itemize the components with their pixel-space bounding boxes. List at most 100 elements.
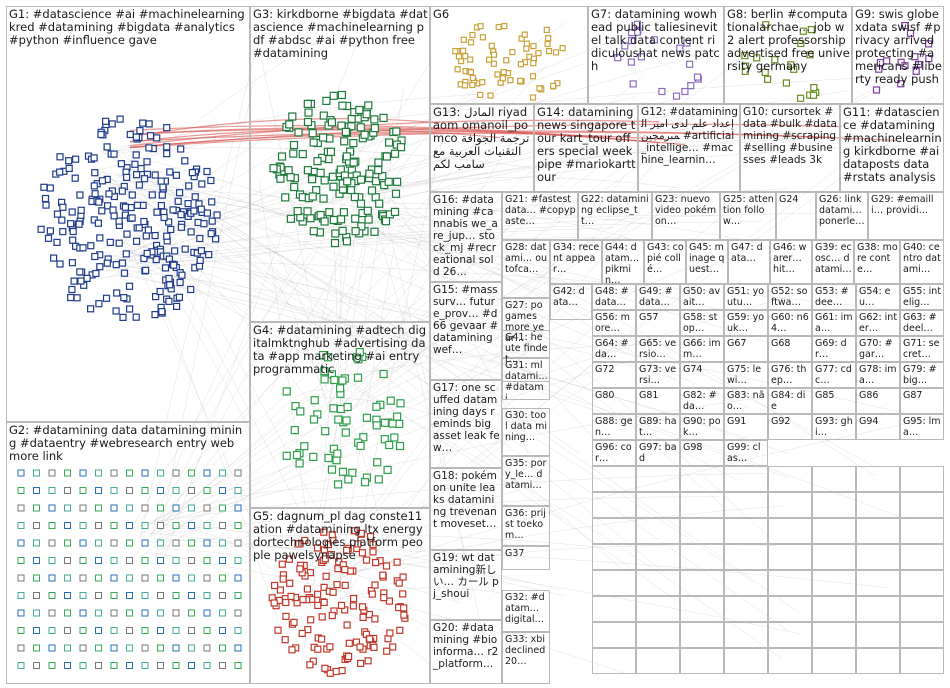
node-g8-17 [787,61,795,69]
group-t49-label: G97: bad [639,442,677,464]
node-g5-87 [400,604,408,612]
node-g7-12 [629,80,637,88]
node-g1-221 [96,234,104,242]
node-g2-2-8 [141,504,149,512]
node-g6-35 [543,26,550,33]
micro-group-box [724,596,768,622]
node-g5-37 [349,602,357,610]
node-g6-51 [477,23,484,30]
node-g2-0-0 [17,469,25,477]
micro-group-box [900,648,944,674]
node-g3-26 [320,176,329,185]
node-g1-131 [207,230,215,238]
node-g2-10-2 [48,644,56,652]
group-g41-box: G41: heute findet… [502,330,550,382]
node-g2-5-12 [203,557,211,564]
node-g4-25 [390,433,399,442]
node-g7-7 [676,44,684,52]
node-g1-241 [76,268,84,276]
node-g2-0-7 [126,469,133,477]
node-g1-250 [166,281,174,289]
node-g5-14 [343,546,351,555]
node-g2-7-5 [95,592,102,599]
micro-group-box [900,570,944,596]
node-g1-147 [118,187,126,195]
node-g1-115 [146,132,155,140]
node-g6-57 [559,44,566,52]
node-g5-116 [382,562,391,570]
group-g37-box: G37 [502,546,550,570]
node-g3-17 [374,158,383,167]
group-t43-label: G91 [727,416,747,427]
group-g8-label: G8: berlin #computationalarchae… job w2 … [727,7,850,73]
node-g1-141 [190,207,198,215]
node-g1-223 [95,198,103,206]
micro-group-box [636,466,680,492]
node-g1-76 [115,239,123,247]
node-g7-5 [658,87,666,96]
group-g25-box: G25: attention follow… [720,192,776,240]
node-g5-56 [372,558,380,567]
node-g3-121 [364,101,373,110]
edge-line [129,131,834,149]
node-g2-11-5 [95,662,102,669]
node-g2-6-4 [79,574,87,582]
node-g2-11-11 [188,662,195,669]
node-g1-4 [132,313,140,321]
group-g35-label: G35: pory_le… datami… [505,458,547,491]
node-g3-167 [309,227,318,236]
micro-group-box [724,622,768,648]
node-g2-0-1 [33,469,40,477]
group-t15-label: G63: #deel… [903,312,937,334]
group-g38-box: G38: more conte… [854,240,900,284]
node-g1-169 [158,308,166,316]
node-g1-50 [152,256,160,264]
node-g1-113 [122,173,131,181]
node-g2-5-4 [79,557,87,564]
node-g5-52 [343,621,351,629]
group-t25-label: G73: versi… [639,364,677,386]
node-g1-258 [176,278,184,287]
node-g9-2 [901,62,909,70]
group-t11-box: G59: youk… [724,310,768,336]
node-g3-131 [396,143,406,152]
node-g5-85 [389,643,397,651]
micro-group-box [812,648,856,674]
edge-line [116,149,343,560]
node-g2-8-14 [234,609,242,617]
node-g1-172 [96,263,104,271]
node-g6-33 [545,47,553,55]
node-g1-218 [133,171,141,179]
group-t23-box: G71: secret… [900,336,944,362]
group-g4-label: G4: #datamining #adtech digitalmktnghub … [253,323,427,376]
group-t22-label: G70: #gar… [859,338,893,360]
node-g1-165 [167,225,175,234]
group-g42-box: G42: data… [550,284,592,320]
group-g21-box: G21: #fastestdata… #copypaste… [502,192,578,240]
node-g1-83 [98,177,107,185]
micro-group-box [812,518,856,544]
node-g1-158 [140,175,149,183]
edge-line [112,185,762,322]
node-g2-6-9 [157,574,164,582]
group-t3-box: G51: youtu… [724,284,768,310]
node-g2-3-1 [33,522,40,529]
edge-line [384,196,876,477]
node-g2-11-10 [172,662,180,669]
group-t30-label: G78: ima… [859,364,897,386]
node-g2-0-2 [48,469,56,477]
node-g3-150 [327,118,336,127]
node-g2-11-0 [17,662,25,669]
group-g45-label: G45: minage quest… [689,242,725,275]
node-g1-114 [121,203,130,211]
group-g13-box: G13: المادل riyadaom omanoil_pomco ترجمة… [430,104,534,192]
node-g1-203 [135,181,143,189]
group-g41-label: G41: heute findet… [505,332,548,365]
group-g36-label: G36: prijst toekom… [505,508,546,541]
node-g3-139 [355,105,364,115]
node-g3-113 [330,239,340,248]
node-g1-120 [65,157,73,165]
group-t26-box: G74 [680,362,724,388]
node-g2-3-13 [219,522,226,529]
